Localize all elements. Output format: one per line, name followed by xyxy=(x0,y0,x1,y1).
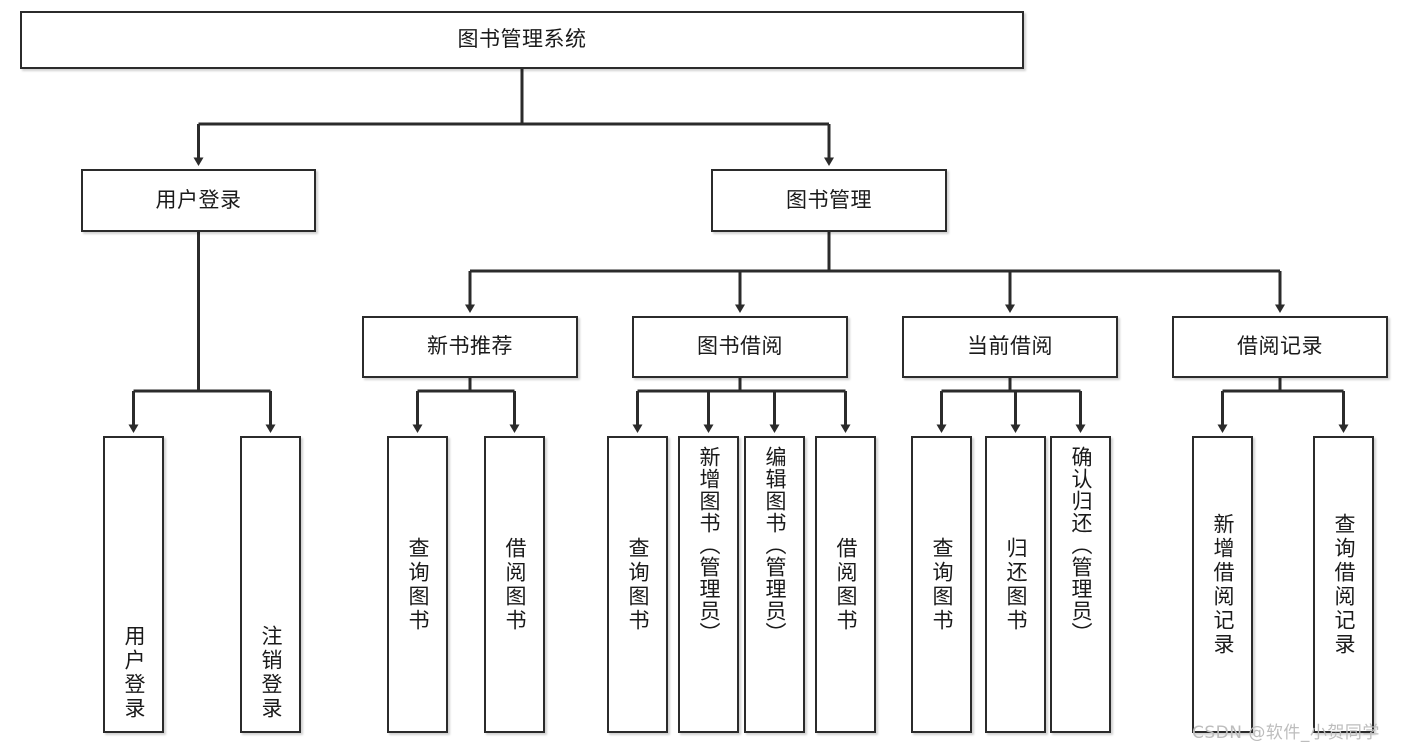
node-label-current-borrow: 当前借阅 xyxy=(967,334,1053,359)
node-borrow-record: 借阅记录 xyxy=(1172,316,1388,378)
node-label-leaf-return-book: 归还图书 xyxy=(1004,536,1028,633)
node-leaf-edit-book: 编辑图书（管理员） xyxy=(744,436,805,733)
node-label-leaf-query-record: 查询借阅记录 xyxy=(1332,512,1356,657)
node-label-leaf-edit-book: 编辑图书（管理员） xyxy=(763,446,787,644)
node-label-book-borrow: 图书借阅 xyxy=(697,334,783,359)
node-leaf-return-book: 归还图书 xyxy=(985,436,1046,733)
node-leaf-borrow-book-2: 借阅图书 xyxy=(815,436,876,733)
node-leaf-query-book-2: 查询图书 xyxy=(607,436,668,733)
node-leaf-confirm-return: 确认归还（管理员） xyxy=(1050,436,1111,733)
node-label-new-book-rec: 新书推荐 xyxy=(427,334,513,359)
node-label-book-manage: 图书管理 xyxy=(786,187,872,212)
node-leaf-add-book: 新增图书（管理员） xyxy=(678,436,739,733)
csdn-watermark: CSDN @软件_小贺同学 xyxy=(1192,723,1380,743)
node-book-borrow: 图书借阅 xyxy=(632,316,848,378)
node-label-leaf-borrow-book-2: 借阅图书 xyxy=(834,536,858,633)
node-new-book-rec: 新书推荐 xyxy=(362,316,578,378)
node-user-login: 用户登录 xyxy=(81,169,316,232)
node-label-leaf-add-record: 新增借阅记录 xyxy=(1211,512,1235,657)
node-label-leaf-add-book: 新增图书（管理员） xyxy=(697,446,721,644)
node-current-borrow: 当前借阅 xyxy=(902,316,1118,378)
node-label-leaf-confirm-return: 确认归还（管理员） xyxy=(1069,446,1093,644)
node-label-leaf-user-login: 用户登录 xyxy=(122,625,146,721)
node-label-leaf-query-book-1: 查询图书 xyxy=(406,536,430,633)
node-leaf-user-logout: 注销登录 xyxy=(240,436,301,733)
node-leaf-borrow-book-1: 借阅图书 xyxy=(484,436,545,733)
node-label-root: 图书管理系统 xyxy=(457,27,587,52)
node-label-leaf-user-logout: 注销登录 xyxy=(259,625,283,721)
node-label-leaf-query-book-2: 查询图书 xyxy=(626,536,650,633)
node-book-manage: 图书管理 xyxy=(711,169,947,232)
node-label-borrow-record: 借阅记录 xyxy=(1237,334,1323,359)
node-label-user-login: 用户登录 xyxy=(155,187,242,212)
node-leaf-add-record: 新增借阅记录 xyxy=(1192,436,1253,733)
node-leaf-query-book-3: 查询图书 xyxy=(911,436,972,733)
node-leaf-query-book-1: 查询图书 xyxy=(387,436,448,733)
node-root: 图书管理系统 xyxy=(20,11,1024,69)
node-label-leaf-borrow-book-1: 借阅图书 xyxy=(503,536,527,633)
node-label-leaf-query-book-3: 查询图书 xyxy=(930,536,954,633)
node-leaf-query-record: 查询借阅记录 xyxy=(1313,436,1374,733)
node-leaf-user-login: 用户登录 xyxy=(103,436,164,733)
